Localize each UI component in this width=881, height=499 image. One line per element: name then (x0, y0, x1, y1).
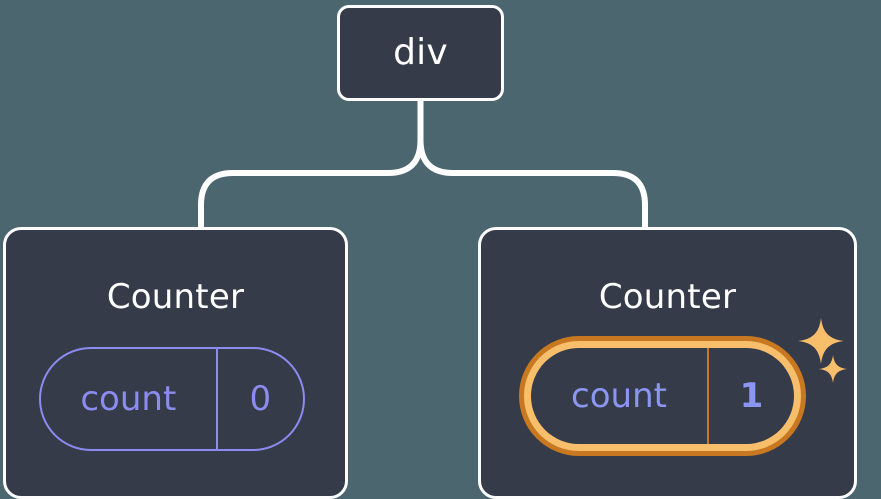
node-div[interactable]: div (337, 5, 504, 101)
node-div-label: div (393, 32, 448, 73)
node-counter-right-label: Counter (598, 277, 737, 317)
state-key-label: count (41, 349, 218, 449)
state-key-label: count (531, 348, 709, 444)
state-pill-count-right[interactable]: count 1 (531, 348, 794, 444)
state-value-label: 0 (249, 379, 272, 419)
state-pill-count-left[interactable]: count 0 (39, 347, 305, 451)
state-pill-count-right-inner-ring: count 1 (524, 341, 801, 451)
sparkle-icon (819, 355, 847, 383)
state-pill-count-right-highlight-ring: count 1 (519, 336, 806, 456)
node-counter-left-label: Counter (106, 277, 245, 317)
state-value-label: 1 (739, 376, 764, 416)
sparkle-icon (798, 318, 844, 364)
